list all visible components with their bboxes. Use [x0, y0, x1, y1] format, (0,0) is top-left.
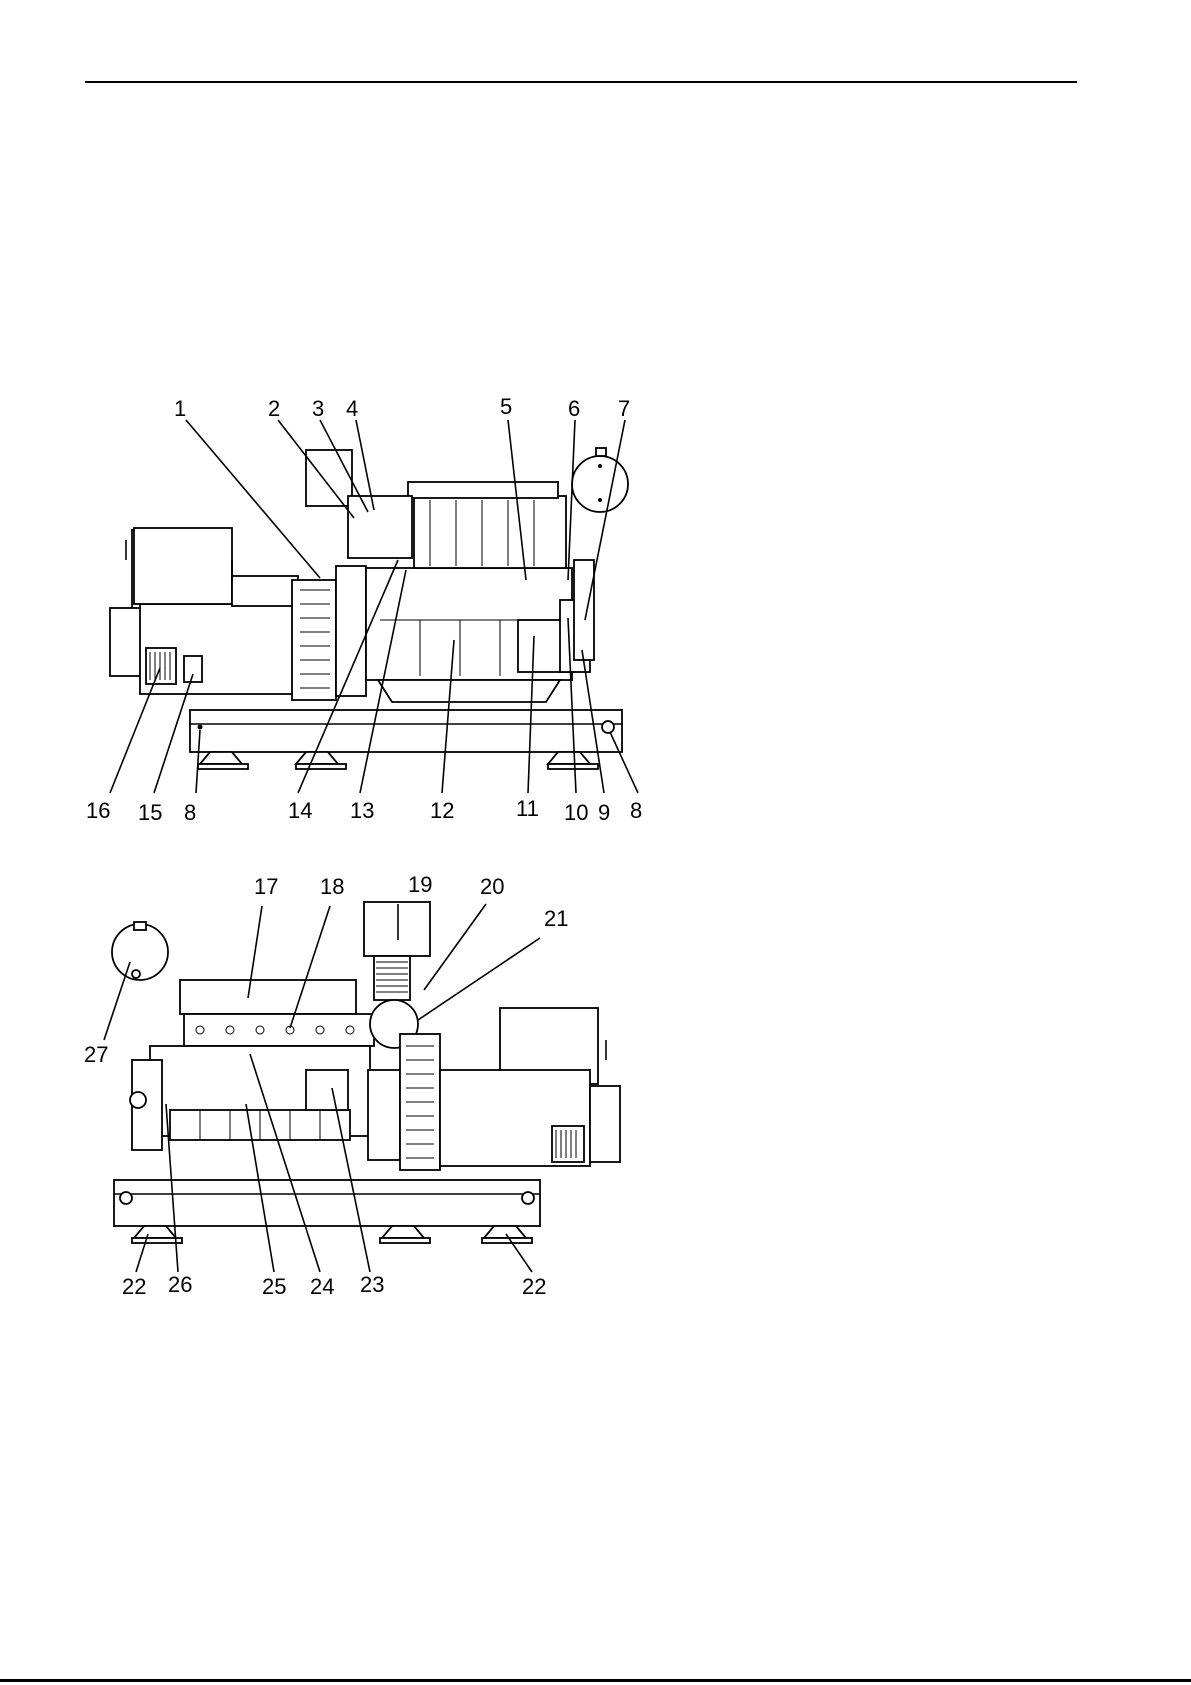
- callout-9: 9: [598, 800, 610, 825]
- callout-23: 23: [360, 1272, 384, 1297]
- callout-27: 27: [84, 1042, 108, 1067]
- callout-19: 19: [408, 872, 432, 897]
- callout-6: 6: [568, 396, 580, 421]
- callout-15: 15: [138, 800, 162, 825]
- callout-5: 5: [500, 394, 512, 419]
- callout-22b: 22: [522, 1274, 546, 1299]
- callout-24: 24: [310, 1274, 334, 1299]
- callout-14: 14: [288, 798, 312, 823]
- callout-7: 7: [618, 396, 630, 421]
- callout-8b: 8: [630, 798, 642, 823]
- callout-8: 8: [184, 800, 196, 825]
- callout-2: 2: [268, 396, 280, 421]
- callout-18: 18: [320, 874, 344, 899]
- callout-17: 17: [254, 874, 278, 899]
- callout-25: 25: [262, 1274, 286, 1299]
- callout-22: 22: [122, 1274, 146, 1299]
- callout-3: 3: [312, 396, 324, 421]
- bottom-view-drawing: [112, 902, 620, 1243]
- callout-12: 12: [430, 798, 454, 823]
- callout-21: 21: [544, 906, 568, 931]
- callout-20: 20: [480, 874, 504, 899]
- callout-4: 4: [346, 396, 358, 421]
- callout-16: 16: [86, 798, 110, 823]
- callout-1: 1: [174, 396, 186, 421]
- callout-11: 11: [516, 796, 539, 821]
- footer-rule: [0, 1679, 1191, 1682]
- top-view-drawing: [110, 448, 628, 769]
- callout-13: 13: [350, 798, 374, 823]
- callout-10: 10: [564, 800, 588, 825]
- callout-26: 26: [168, 1272, 192, 1297]
